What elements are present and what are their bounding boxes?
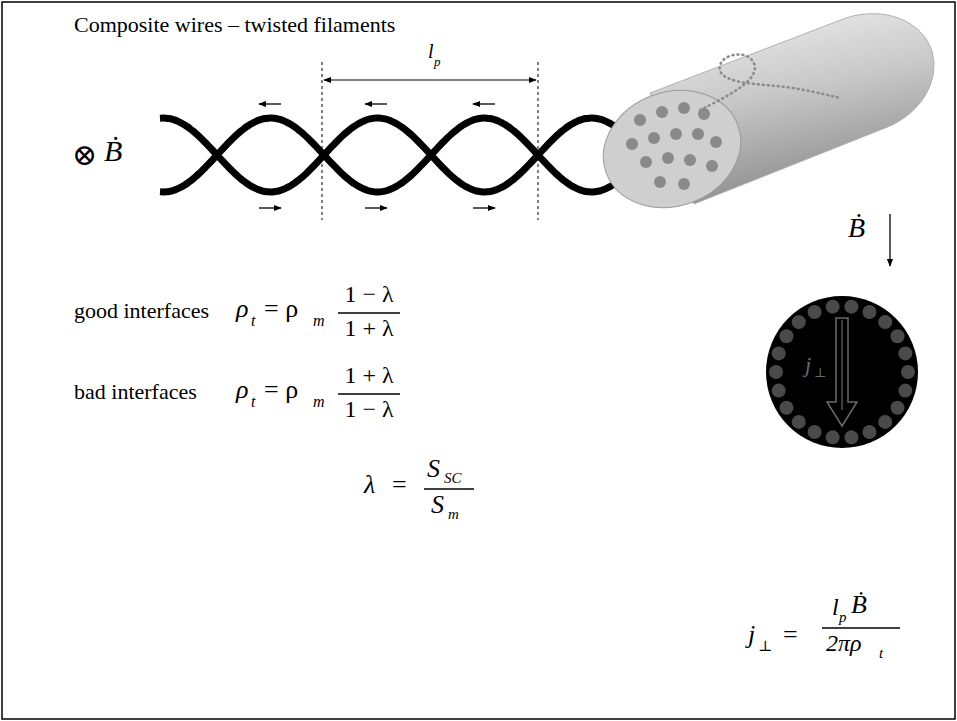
formula-subscript: m	[313, 393, 325, 411]
filament-section	[898, 346, 912, 360]
filament-section	[772, 384, 786, 398]
formula-subscript: t	[879, 645, 883, 662]
formula-label: bad interfaces	[74, 379, 197, 404]
filament-section	[901, 365, 915, 379]
field-arrow	[889, 214, 890, 266]
filament-section	[844, 300, 858, 314]
formula-subscript: ⊥	[758, 638, 772, 655]
filament-section	[662, 152, 674, 164]
filament-section	[779, 401, 793, 415]
filament-section	[792, 315, 806, 329]
fraction-bar	[338, 312, 400, 313]
dimension-label: l	[428, 40, 434, 63]
filament-section	[878, 315, 892, 329]
formula-symbol: =	[392, 470, 407, 500]
current-subscript: ⊥	[814, 366, 826, 381]
formula-symbol: =	[783, 620, 798, 650]
filament-section	[898, 384, 912, 398]
filament-section	[706, 160, 718, 172]
formula-subscript: SC	[444, 470, 462, 487]
field-label: Ḃ	[848, 212, 865, 244]
fraction-bar	[424, 488, 474, 489]
formula-subscript: t	[251, 393, 255, 411]
fraction-bar	[822, 627, 900, 628]
fraction-denominator: S	[431, 490, 444, 520]
filament-section	[862, 305, 876, 319]
filament-section	[654, 176, 666, 188]
formula-symbol: ρ	[236, 294, 248, 324]
current-arrow	[473, 207, 495, 208]
formula-label: good interfaces	[74, 298, 209, 323]
dimension-arrow	[324, 80, 536, 81]
filament-section	[844, 430, 858, 444]
fraction-numerator: S	[427, 454, 440, 484]
filament-section	[792, 415, 806, 429]
filament-section	[808, 305, 822, 319]
filament-section	[779, 329, 793, 343]
filament-section	[684, 154, 696, 166]
filament-section	[826, 430, 840, 444]
current-arrow	[365, 207, 387, 208]
filament-section	[808, 425, 822, 439]
fraction-denominator: 1 − λ	[344, 396, 393, 424]
formula-subscript: p	[839, 609, 847, 626]
filament-section	[891, 401, 905, 415]
dimension-extension	[538, 62, 539, 220]
filament-section	[862, 425, 876, 439]
filament-section	[656, 106, 668, 118]
filament-section	[878, 415, 892, 429]
current-label: j	[805, 352, 811, 377]
filament-section	[678, 178, 690, 190]
current-arrow	[473, 103, 495, 104]
current-arrow-shaft	[841, 320, 842, 410]
formula-subscript: m	[448, 506, 459, 523]
filament-trace	[700, 55, 840, 110]
fraction-numerator: l	[832, 594, 839, 622]
filament-section	[634, 114, 646, 126]
fraction-numerator: 1 + λ	[344, 362, 393, 390]
fraction-numerator: Ḃ	[851, 590, 867, 620]
dimension-subscript: p	[434, 55, 441, 70]
filament-section	[710, 136, 722, 148]
current-arrow	[259, 207, 281, 208]
fraction-bar	[338, 393, 400, 394]
current-arrow	[365, 103, 387, 104]
filament-section	[626, 138, 638, 150]
field-symbol: ⊗	[72, 138, 97, 173]
filament-section	[678, 102, 690, 114]
wire-end-face	[587, 71, 758, 226]
fraction-numerator: 1 − λ	[344, 281, 393, 309]
formula-symbol: λ	[364, 470, 375, 500]
fraction-denominator: 2πρ	[826, 630, 862, 658]
slide-title: Composite wires – twisted filaments	[74, 12, 395, 37]
formula-subscript: t	[251, 312, 255, 330]
fraction-denominator: 1 + λ	[344, 315, 393, 343]
filament-section	[640, 156, 652, 168]
filament-section	[648, 132, 660, 144]
filament-section	[826, 300, 840, 314]
current-arrow	[259, 103, 281, 104]
dimension-extension	[322, 62, 323, 220]
filament-section	[670, 128, 682, 140]
formula-symbol: = ρ	[264, 375, 298, 405]
formula-symbol: ρ	[236, 375, 248, 405]
field-label: Ḃ	[104, 134, 122, 169]
filament-section	[891, 329, 905, 343]
formula-subscript: m	[313, 312, 325, 330]
current-arrow	[827, 318, 857, 426]
filament-section	[772, 346, 786, 360]
wire-cross-section	[766, 296, 918, 448]
formula-symbol: j	[748, 620, 755, 650]
filament-section	[692, 128, 704, 140]
filament-section	[769, 365, 783, 379]
formula-symbol: = ρ	[264, 294, 298, 324]
